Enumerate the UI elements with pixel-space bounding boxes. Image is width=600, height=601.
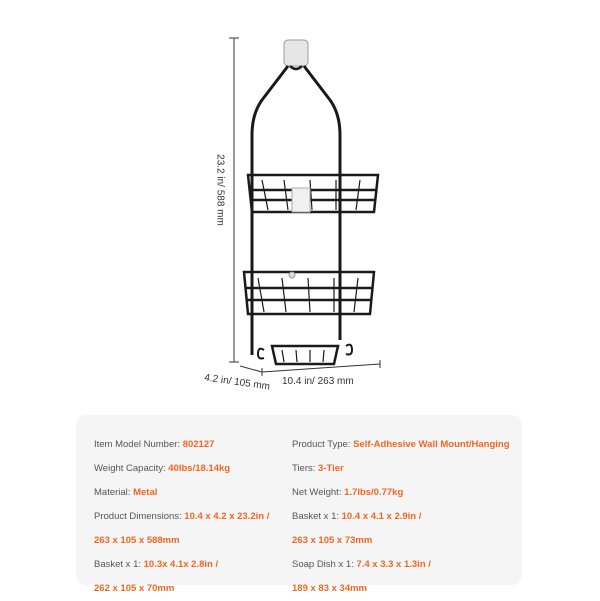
spec-row: 189 x 83 x 34mm (292, 577, 510, 601)
middle-basket (242, 270, 376, 316)
spec-row: Item Model Number: 802127 (94, 433, 269, 457)
spec-value: 10.4 x 4.2 x 23.2in / (184, 511, 270, 522)
spec-value: 7.4 x 3.3 x 1.3in / (356, 559, 431, 570)
spec-row: Net Weight: 1.7lbs/0.77kg (292, 481, 510, 505)
spec-value: 10.4 x 4.1 x 2.9in / (341, 511, 422, 522)
spec-row: 263 x 105 x 73mm (292, 529, 510, 553)
spec-row: Product Type: Self-Adhesive Wall Mount/H… (292, 433, 510, 457)
side-hooks (256, 343, 354, 360)
spec-row: Basket x 1: 10.4 x 4.1 x 2.9in / (292, 505, 510, 529)
spec-row: Soap Dish x 1: 7.4 x 3.3 x 1.3in / (292, 553, 510, 577)
spec-value: Metal (133, 487, 158, 498)
spec-value: 263 x 105 x 73mm (292, 535, 373, 546)
spec-value: 189 x 83 x 34mm (292, 583, 368, 594)
soap-dish (270, 344, 340, 366)
spec-label: Product Dimensions: (94, 511, 182, 522)
specs-left-column: Item Model Number: 802127 Weight Capacit… (94, 433, 269, 601)
spec-row: 263 x 105 x 588mm (94, 529, 269, 553)
width-dimension-label: 10.4 in/ 263 mm (282, 376, 354, 387)
spec-label: Tiers: (292, 463, 316, 474)
suction-hook (283, 39, 309, 71)
spec-row: Product Dimensions: 10.4 x 4.2 x 23.2in … (94, 505, 269, 529)
spec-value: Self-Adhesive Wall Mount/Hanging (353, 439, 510, 450)
spec-label: Material: (94, 487, 131, 498)
spec-row: Weight Capacity: 40lbs/18.14kg (94, 457, 269, 481)
spec-row: Material: Metal (94, 481, 269, 505)
spec-label: Soap Dish x 1: (292, 559, 354, 570)
top-basket (246, 173, 380, 214)
spec-row: 262 x 105 x 70mm (94, 577, 269, 601)
height-dimension-label: 23.2 in/ 588 mm (214, 154, 226, 226)
shower-caddy-image (229, 37, 381, 376)
spec-value: 3-Tier (318, 463, 344, 474)
product-illustration: 23.2 in/ 588 mm 4.2 in/ 105 mm 10.4 in/ … (204, 37, 381, 393)
spec-label: Basket x 1: (292, 511, 339, 522)
spec-value: 262 x 105 x 70mm (94, 583, 175, 594)
spec-label: Weight Capacity: (94, 463, 166, 474)
depth-dimension-line (239, 365, 263, 373)
spec-row: Tiers: 3-Tier (292, 457, 510, 481)
spec-value: 10.3x 4.1x 2.8in / (143, 559, 219, 570)
specifications-card: Item Model Number: 802127 Weight Capacit… (76, 415, 522, 594)
spec-label: Product Type: (292, 439, 351, 450)
width-dimension-line (261, 360, 381, 376)
spec-row: Basket x 1: 10.3x 4.1x 2.8in / (94, 553, 269, 577)
height-dimension-line (229, 37, 239, 363)
spec-label: Item Model Number: (94, 439, 181, 450)
spec-value: 40lbs/18.14kg (168, 463, 231, 474)
specs-right-column: Product Type: Self-Adhesive Wall Mount/H… (292, 433, 510, 601)
spec-value: 1.7lbs/0.77kg (344, 487, 404, 498)
spec-value: 263 x 105 x 588mm (94, 535, 180, 546)
spec-label: Basket x 1: (94, 559, 141, 570)
spec-label: Net Weight: (292, 487, 342, 498)
spec-value: 802127 (182, 439, 215, 450)
caddy-frame (250, 65, 342, 355)
